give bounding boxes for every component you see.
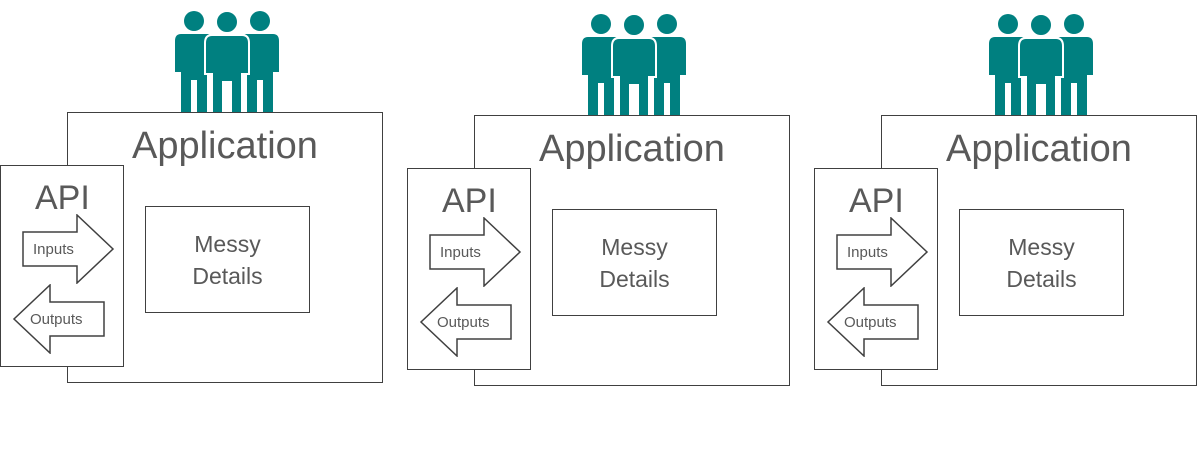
users-group-graphic (582, 13, 686, 117)
application-unit-3: Application Messy Details API Inputs Out… (814, 3, 1200, 403)
inputs-arrow-right-icon (836, 217, 929, 287)
users-group-icon (169, 10, 285, 114)
outputs-arrow-left-icon (12, 284, 105, 354)
application-unit-1: Application Messy Details API Inputs Out… (0, 0, 400, 400)
inputs-label: Inputs (33, 241, 74, 258)
inputs-arrow-right-icon (429, 217, 522, 287)
inputs-arrow-right-icon (22, 214, 115, 284)
messy-details-label: Messy Details (192, 230, 263, 289)
messy-details-label: Messy Details (599, 233, 670, 292)
application-title: Application (132, 125, 318, 167)
messy-details-box: Messy Details (959, 209, 1124, 316)
users-group-graphic (989, 13, 1093, 117)
inputs-label: Inputs (847, 244, 888, 261)
outputs-arrow-left-icon (826, 287, 919, 357)
outputs-label: Outputs (30, 311, 83, 328)
application-title: Application (946, 128, 1132, 170)
api-title: API (35, 179, 90, 217)
api-title: API (442, 182, 497, 220)
users-group-graphic (175, 10, 279, 114)
api-title: API (849, 182, 904, 220)
users-group-icon (983, 13, 1099, 117)
outputs-label: Outputs (437, 314, 490, 331)
application-title: Application (539, 128, 725, 170)
outputs-label: Outputs (844, 314, 897, 331)
messy-details-box: Messy Details (145, 206, 310, 313)
inputs-label: Inputs (440, 244, 481, 261)
application-unit-2: Application Messy Details API Inputs Out… (407, 3, 807, 403)
users-group-icon (576, 13, 692, 117)
messy-details-label: Messy Details (1006, 233, 1077, 292)
outputs-arrow-left-icon (419, 287, 512, 357)
messy-details-box: Messy Details (552, 209, 717, 316)
